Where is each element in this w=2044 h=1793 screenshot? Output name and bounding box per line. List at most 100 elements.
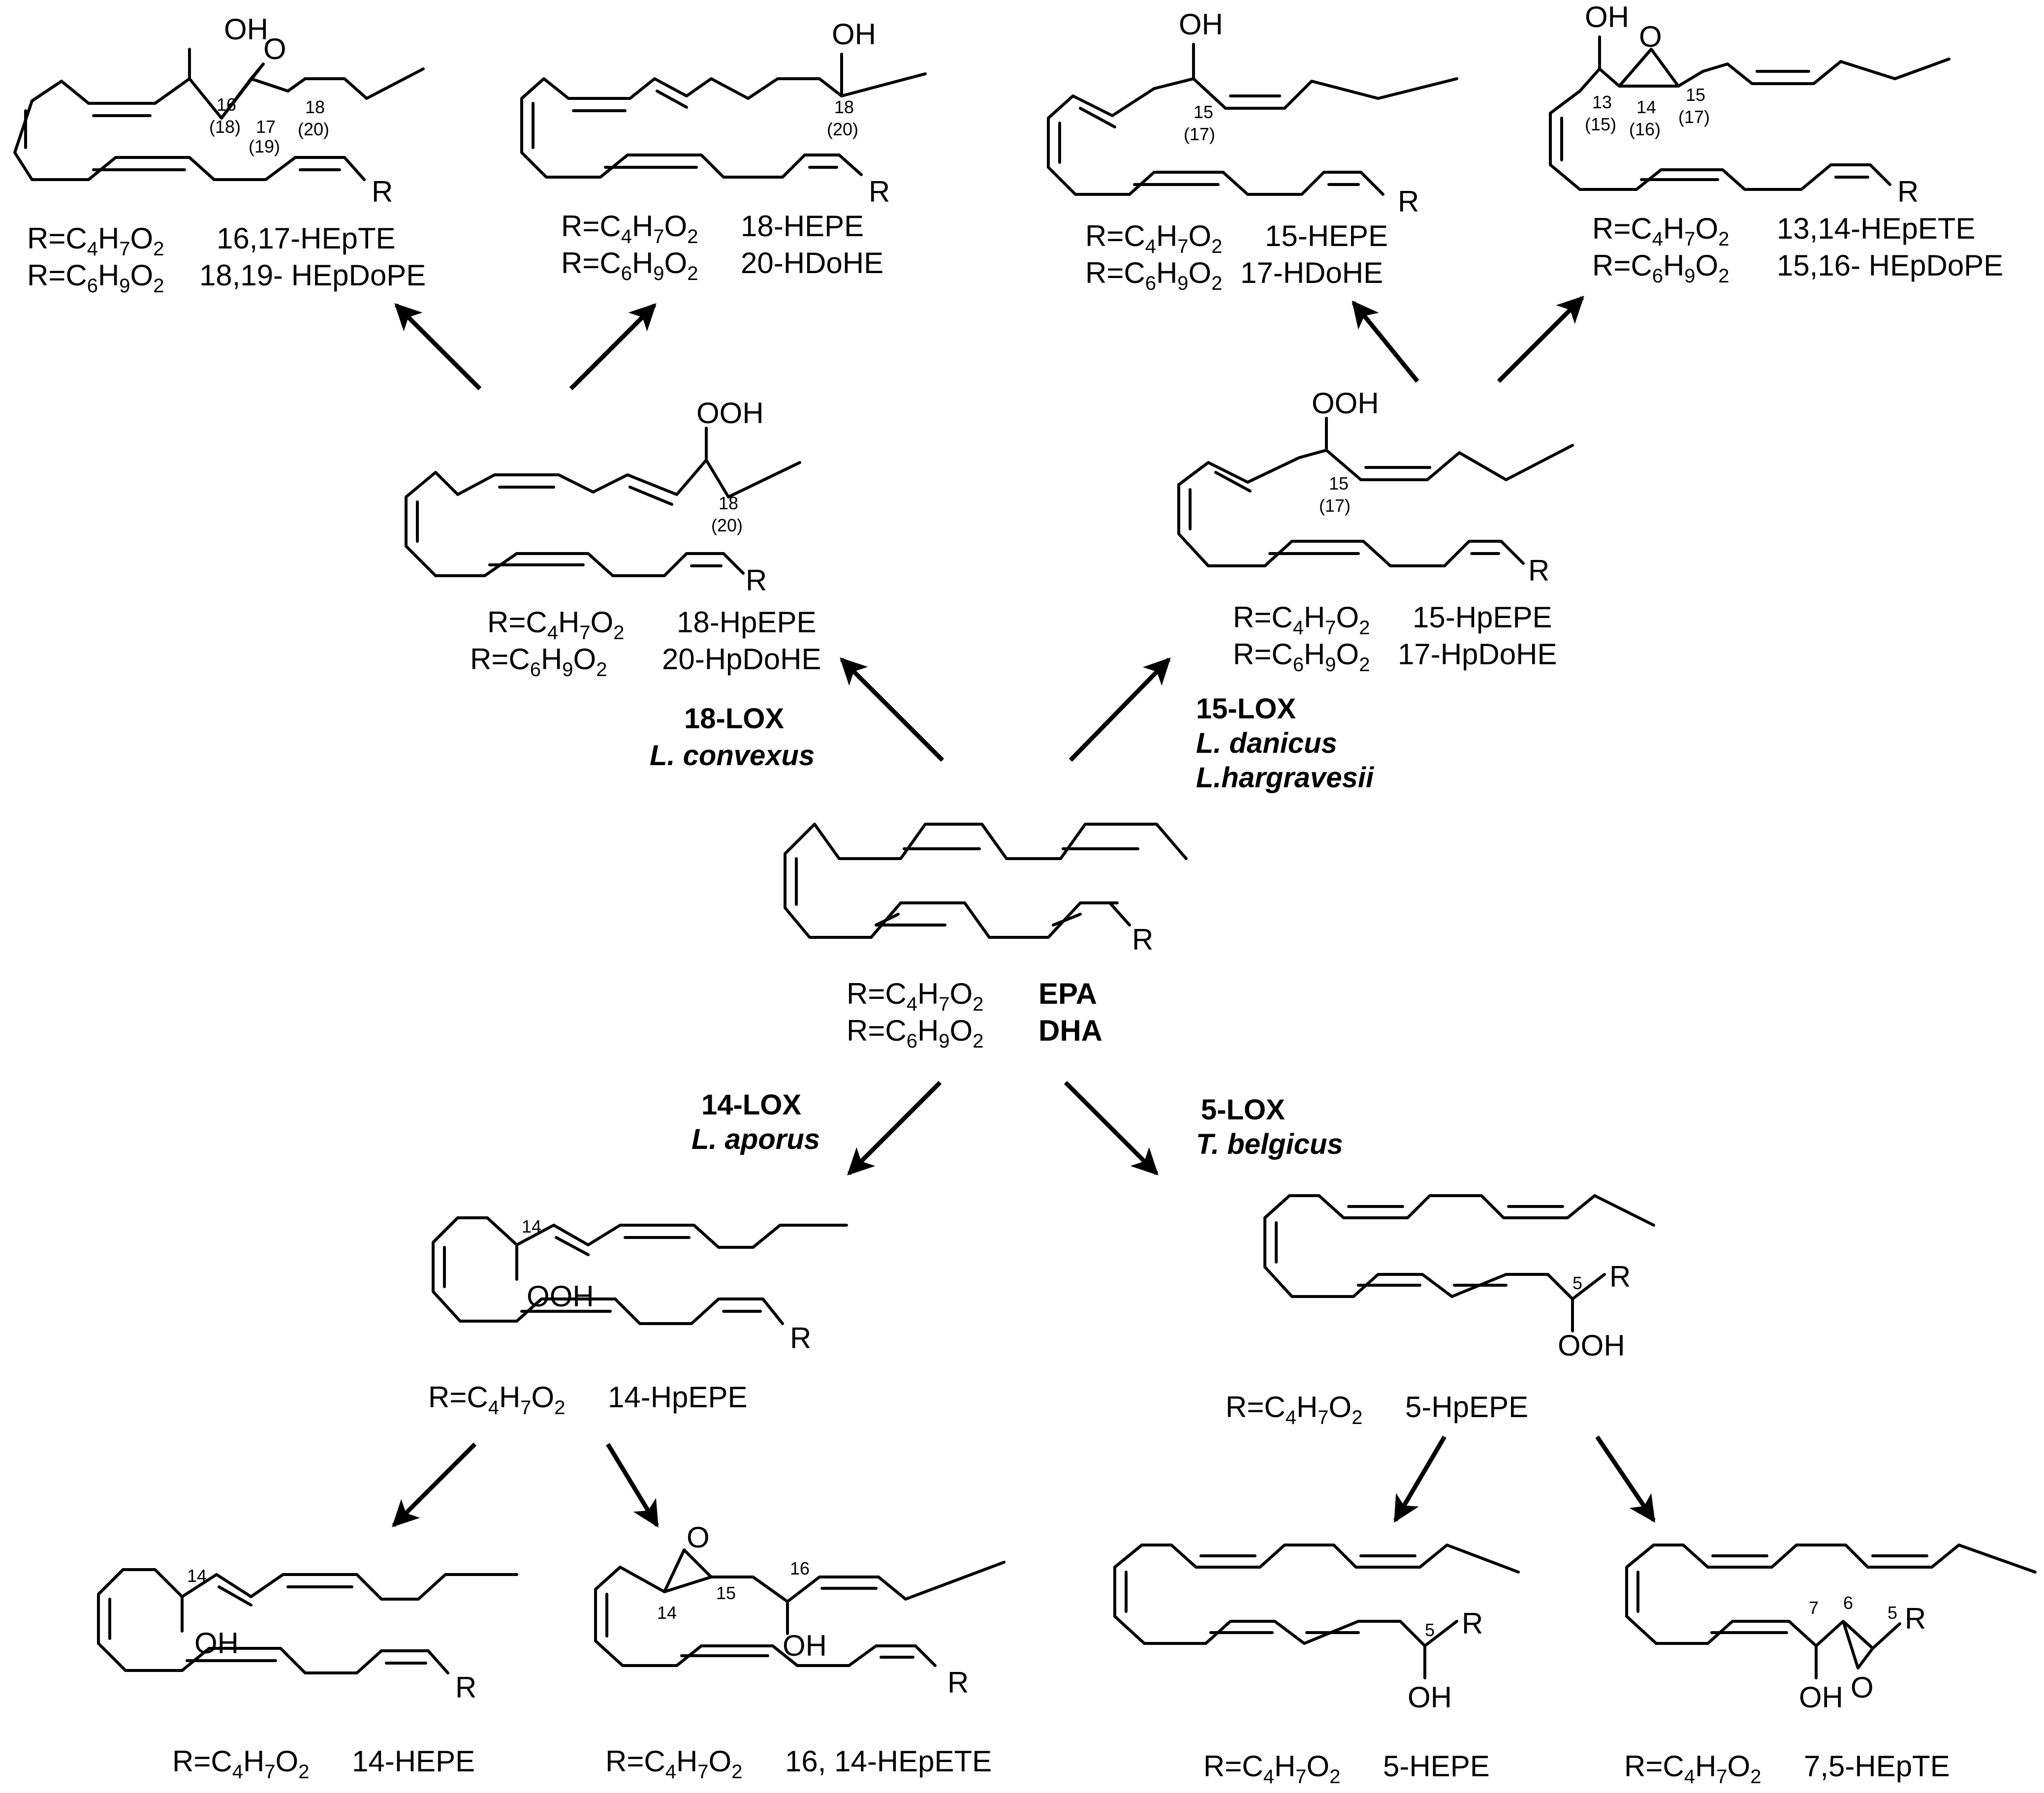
name-16-17-heppte: 16,17-HEpTE bbox=[217, 222, 396, 255]
arrow-18-hpepe-to-epoxide bbox=[394, 303, 482, 391]
name-18-19-hepdope: 18,19- HEpDoPE bbox=[199, 259, 426, 292]
epoxide-o-14-15: O bbox=[687, 1521, 710, 1554]
name-20-hdohe: 20-HDoHE bbox=[741, 247, 883, 279]
name-5-hepe: 5-HEPE bbox=[1383, 1750, 1490, 1783]
locant-17: 17 bbox=[256, 117, 276, 137]
name-15-hpepe: 15-HpEPE bbox=[1413, 601, 1552, 634]
locant-7: 7 bbox=[1809, 1598, 1819, 1618]
r-epa-5-hpepe: R=C4H7O2 bbox=[1226, 1391, 1362, 1428]
name-18-hepe: 18-HEPE bbox=[741, 210, 864, 243]
hydroxy-15-structure: OH 15 (17) R bbox=[1047, 8, 1458, 218]
epoxide-13-14-labels: R=C4H7O2 13,14-HEpETE R=C6H9O2 15,16- HE… bbox=[1592, 212, 2003, 287]
epoxide-o-16-17: O bbox=[263, 32, 286, 65]
ooh-group-5: OOH bbox=[1558, 1329, 1625, 1362]
r-group-18-hepe: R bbox=[869, 175, 890, 208]
organism-l-aporus: L. aporus bbox=[692, 1123, 820, 1155]
r-group-13-14: R bbox=[1897, 175, 1918, 208]
epoxide-16-17-labels: R=C4H7O2 16,17-HEpTE R=C6H9O2 18,19- HEp… bbox=[27, 222, 426, 297]
r-group-14-hpepe: R bbox=[790, 1322, 811, 1355]
name-16-14-hepete: 16, 14-HEpETE bbox=[785, 1745, 992, 1778]
r-dha-17-hdohe: R=C6H9O2 bbox=[1085, 256, 1222, 294]
locant-15-epoxy: 15 bbox=[1686, 85, 1705, 105]
hydroperoxide-18-labels: R=C4H7O2 18-HpEPE R=C6H9O2 20-HpDoHE bbox=[470, 606, 821, 680]
epoxide-7-5-labels: R=C4H7O2 7,5-HEpTE bbox=[1624, 1750, 1950, 1788]
r-dha-15-16: R=C6H9O2 bbox=[1592, 249, 1729, 287]
locant-15-epoxy-16: 15 bbox=[716, 1583, 736, 1603]
epoxide-13-14-structure: OH O 13 (15) 14 (16) 15 (17) R bbox=[1549, 0, 1950, 208]
r-epa-14-hpepe: R=C4H7O2 bbox=[428, 1381, 565, 1419]
locant-15-hepe: 15 bbox=[1194, 102, 1213, 122]
r-dha-20-hdohe: R=C6H9O2 bbox=[561, 247, 698, 284]
r-group-5-hepe: R bbox=[1462, 1607, 1483, 1640]
oh-group-5: OH bbox=[1408, 1681, 1452, 1714]
locant-15-alt: (15) bbox=[1585, 114, 1616, 134]
r-epa-16-14: R=C4H7O2 bbox=[605, 1745, 742, 1783]
r-group-15-hepe: R bbox=[1398, 185, 1419, 218]
oh-group-18: OH bbox=[832, 18, 876, 51]
locant-14-epoxy: 14 bbox=[657, 1603, 677, 1623]
name-14-hpepe: 14-HpEPE bbox=[608, 1381, 747, 1414]
name-5-hpepe: 5-HpEPE bbox=[1405, 1391, 1528, 1423]
oh-group-16: OH bbox=[783, 1629, 827, 1662]
arrow-epa-to-18-hpepe bbox=[840, 657, 944, 762]
locant-20: (20) bbox=[711, 515, 743, 535]
epoxide-16-14-structure: O 14 15 16 OH R bbox=[594, 1521, 1006, 1699]
r-epa-15-hpepe: R=C4H7O2 bbox=[1233, 601, 1370, 639]
parent-r-epa: R=C4H7O2 bbox=[847, 977, 983, 1015]
r-epa-15-hepe: R=C4H7O2 bbox=[1085, 219, 1222, 257]
arrow-18-hpepe-to-18-hepe bbox=[569, 303, 657, 391]
epoxide-16-14-labels: R=C4H7O2 16, 14-HEpETE bbox=[605, 1745, 992, 1783]
name-20-hpdohe: 20-HpDoHE bbox=[662, 643, 821, 676]
r-dha-18-19: R=C6H9O2 bbox=[27, 259, 164, 297]
name-17-hpdohe: 17-HpDoHE bbox=[1398, 638, 1557, 671]
hydroperoxide-15-labels: R=C4H7O2 15-HpEPE R=C6H9O2 17-HpDoHE bbox=[1233, 601, 1557, 676]
enzyme-18-lox-name: 18-LOX bbox=[684, 703, 784, 735]
locant-6: 6 bbox=[1843, 1593, 1853, 1613]
r-group-14-hepe: R bbox=[455, 1671, 476, 1704]
locant-20-hepe: (20) bbox=[827, 119, 858, 139]
locant-17-epoxy: (17) bbox=[1678, 107, 1710, 127]
parent-labels: R=C4H7O2 EPA R=C6H9O2 DHA bbox=[847, 977, 1102, 1052]
hydroxy-14-structure: 14 OH R bbox=[97, 1566, 518, 1704]
enzyme-5-lox-label: 5-LOX T. belgicus bbox=[1196, 1094, 1343, 1160]
locant-19: (19) bbox=[249, 136, 280, 156]
r-group-7-5: R bbox=[1905, 1602, 1926, 1635]
hydroperoxide-18-structure: OOH 18 (20) R bbox=[405, 397, 801, 597]
organism-l-hargravesii: L.hargravesii bbox=[1196, 762, 1375, 794]
parent-epa-name: EPA bbox=[1038, 977, 1097, 1010]
r-group-16-14: R bbox=[947, 1666, 969, 1699]
hydroxy-14-labels: R=C4H7O2 14-HEPE bbox=[172, 1745, 475, 1783]
enzyme-15-lox-label: 15-LOX L. danicus L.hargravesii bbox=[1196, 693, 1375, 794]
hydroxy-18-structure: OH 18 (20) R bbox=[520, 18, 927, 208]
ooh-group-14: OOH bbox=[527, 1280, 594, 1313]
locant-16-epoxy: 16 bbox=[790, 1558, 810, 1578]
epoxide-o-5-6: O bbox=[1851, 1671, 1874, 1704]
locant-5-hepe: 5 bbox=[1425, 1620, 1435, 1640]
r-epa-18-hpepe: R=C4H7O2 bbox=[487, 606, 624, 644]
hydroperoxide-14-structure: 14 OOH R bbox=[432, 1216, 848, 1355]
oh-group-15: OH bbox=[1179, 8, 1223, 41]
locant-16: 16 bbox=[217, 94, 236, 115]
locant-20-top: (20) bbox=[298, 119, 329, 139]
arrow-epa-to-5-hpepe bbox=[1064, 1081, 1159, 1175]
enzyme-14-lox-label: 14-LOX L. aporus bbox=[692, 1089, 820, 1155]
reaction-arrows bbox=[392, 296, 1656, 1528]
locant-18-alt: (18) bbox=[209, 117, 241, 137]
epoxide-7-5-structure: 7 6 5 R OH O bbox=[1625, 1544, 2037, 1714]
name-7-5-heppte: 7,5-HEpTE bbox=[1804, 1750, 1950, 1783]
r-epa-14-hepe: R=C4H7O2 bbox=[172, 1745, 309, 1783]
oh-group-13: OH bbox=[1585, 0, 1629, 33]
hydroperoxide-14-labels: R=C4H7O2 14-HpEPE bbox=[428, 1381, 747, 1419]
epoxide-16-17-structure: OH O 16 (18) 17 (19) 18 (20) R bbox=[13, 13, 425, 208]
r-dha-20-hpdohe: R=C6H9O2 bbox=[470, 643, 607, 680]
organism-l-danicus: L. danicus bbox=[1196, 727, 1337, 759]
r-group-15-hpepe: R bbox=[1528, 554, 1549, 587]
arrow-5-hpepe-to-epoxide bbox=[1595, 1435, 1656, 1523]
r-epa-5-hepe: R=C4H7O2 bbox=[1203, 1750, 1340, 1788]
enzyme-5-lox-name: 5-LOX bbox=[1201, 1094, 1285, 1126]
r-epa-16-17: R=C4H7O2 bbox=[27, 222, 164, 260]
locant-14: 14 bbox=[1636, 97, 1656, 117]
locant-5-hpepe: 5 bbox=[1572, 1273, 1582, 1293]
parent-dha-name: DHA bbox=[1038, 1014, 1102, 1047]
